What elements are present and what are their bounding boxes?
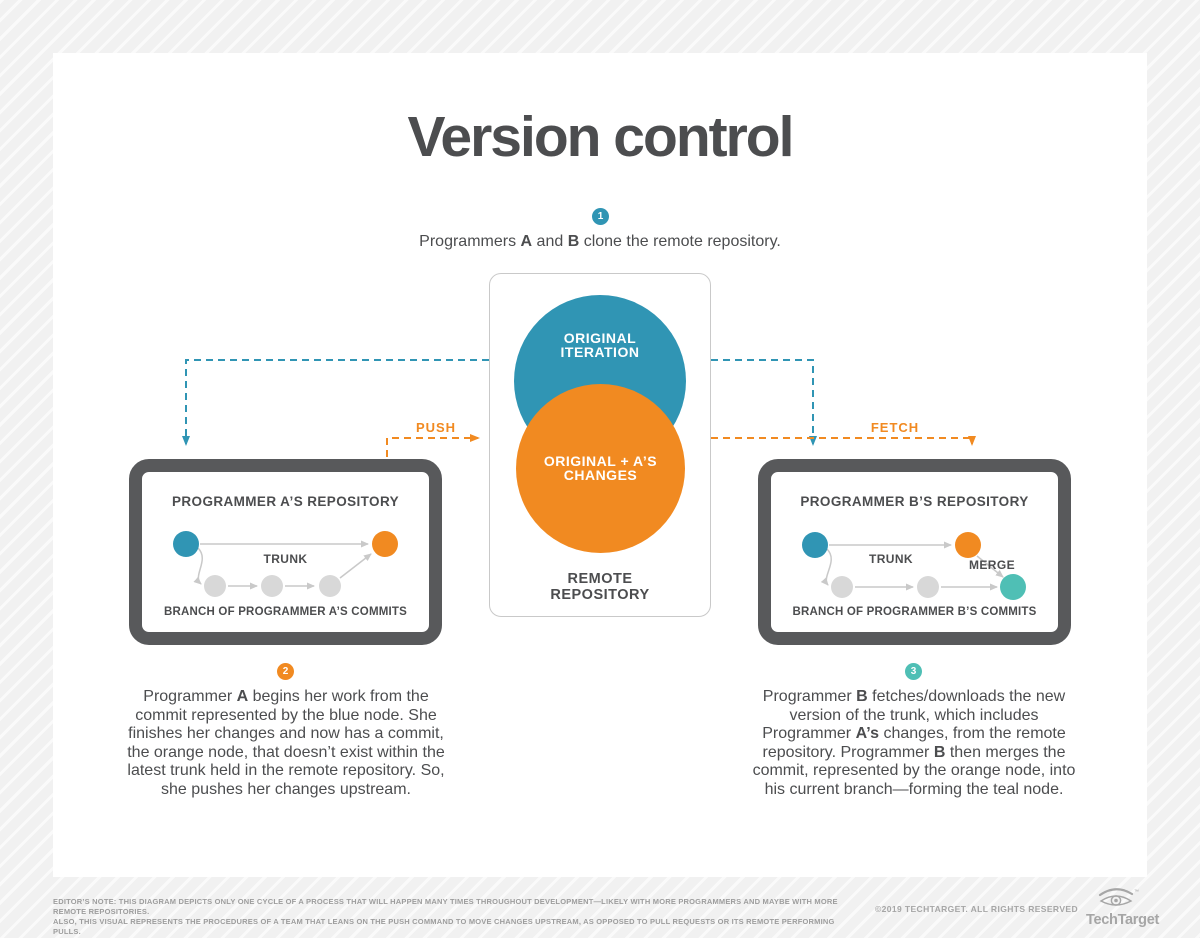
trunk-label-a: TRUNK: [263, 552, 308, 566]
original-plus-a-changes-circle: ORIGINAL + A’S CHANGES: [516, 384, 685, 553]
step-1-number: 1: [597, 211, 604, 222]
svg-text:™: ™: [1134, 889, 1139, 895]
step-2-caption: Programmer A begins her work from the co…: [127, 688, 445, 798]
programmer-b-repository-card: PROGRAMMER B’S REPOSITORY TRUNK MERGE BR…: [758, 459, 1071, 645]
step-1-caption: Programmers A and B clone the remote rep…: [419, 233, 781, 250]
repo-a-title: PROGRAMMER A’S REPOSITORY: [171, 494, 400, 509]
fetch-label: FETCH: [870, 420, 920, 435]
remote-repository-label: REMOTE REPOSITORY: [550, 571, 650, 603]
step-1-badge: 1: [592, 208, 609, 225]
editor-note-line1: EDITOR’S NOTE: THIS DIAGRAM DEPICTS ONLY…: [53, 897, 838, 916]
step-2-number: 2: [282, 666, 289, 677]
commit-node-gray-b2: [917, 576, 939, 598]
step-3-number: 3: [910, 666, 917, 677]
branch-label-b: BRANCH OF PROGRAMMER B’S COMMITS: [792, 606, 1037, 618]
trunk-label-b: TRUNK: [869, 552, 913, 566]
repo-b-title: PROGRAMMER B’S REPOSITORY: [800, 494, 1029, 509]
commit-node-orange-a: [372, 531, 398, 557]
techtarget-logo: ™ TechTarget: [1086, 886, 1160, 928]
commit-node-orange-b: [955, 532, 981, 558]
commit-node-gray-b1: [831, 576, 853, 598]
step-3-caption: Programmer B fetches/downloads the new v…: [752, 688, 1076, 798]
editor-note: EDITOR’S NOTE: THIS DIAGRAM DEPICTS ONLY…: [53, 897, 853, 937]
commit-node-gray-a2: [261, 575, 283, 597]
commit-node-gray-a1: [204, 575, 226, 597]
commit-node-gray-a3: [319, 575, 341, 597]
step-2-badge: 2: [277, 663, 294, 680]
branch-label-a: BRANCH OF PROGRAMMER A’S COMMITS: [164, 606, 407, 618]
push-label: PUSH: [415, 420, 457, 435]
editor-note-line2: ALSO, THIS VISUAL REPRESENTS THE PROCEDU…: [53, 917, 835, 936]
commit-node-teal-merge-b: [1000, 574, 1026, 600]
page-title: Version control: [407, 105, 795, 169]
programmer-a-repository-card: PROGRAMMER A’S REPOSITORY TRUNK BRANCH O…: [129, 459, 442, 645]
techtarget-wordmark: TechTarget: [1086, 912, 1160, 928]
commit-node-blue-a: [173, 531, 199, 557]
copyright-text: ©2019 TECHTARGET. ALL RIGHTS RESERVED: [874, 904, 1078, 914]
merge-label-b: MERGE: [968, 558, 1015, 572]
original-iteration-label: ORIGINAL ITERATION: [560, 330, 640, 360]
commit-node-blue-b: [802, 532, 828, 558]
techtarget-eye-icon: ™: [1098, 888, 1139, 906]
original-plus-a-changes-label: ORIGINAL + A’S CHANGES: [543, 453, 658, 483]
step-3-badge: 3: [905, 663, 922, 680]
